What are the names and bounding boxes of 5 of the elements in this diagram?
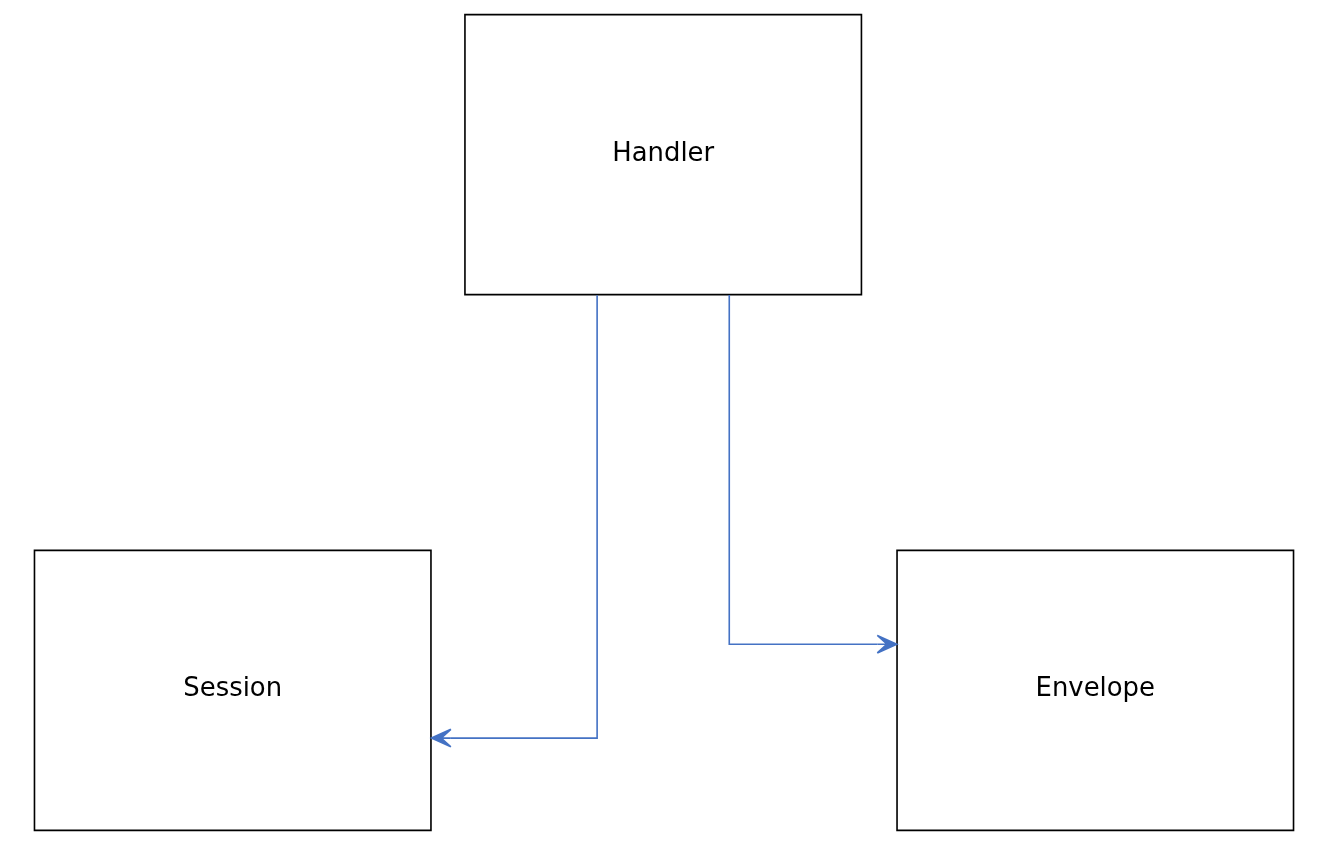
- node-box: Handler: [464, 13, 863, 296]
- node-box: Session: [33, 549, 432, 832]
- node-box: Envelope: [896, 549, 1295, 832]
- arrow: [430, 294, 598, 748]
- arrow: [728, 294, 898, 654]
